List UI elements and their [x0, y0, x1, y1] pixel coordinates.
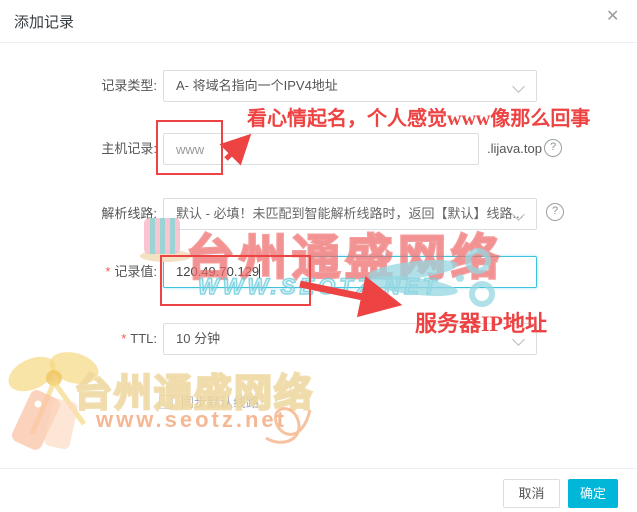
cancel-button[interactable]: 取消: [503, 479, 560, 508]
record-type-label: 记录类型:: [101, 78, 157, 93]
sync-default-line-label: 同步默认线路: [181, 395, 260, 410]
record-value-input[interactable]: 120.49.70.129: [163, 256, 537, 288]
record-value-label: *记录值:: [105, 264, 157, 279]
host-tip-annotation: 看心情起名，个人感觉www像那么回事: [247, 108, 591, 130]
line-select[interactable]: 默认 - 必填！未匹配到智能解析线路时，返回【默认】线路...: [163, 198, 537, 230]
ttl-select[interactable]: 10 分钟: [163, 323, 537, 355]
value-tip-annotation: 服务器IP地址: [415, 311, 548, 336]
close-icon[interactable]: ✕: [606, 8, 620, 25]
sync-default-line-checkbox[interactable]: [159, 395, 173, 409]
domain-suffix: .lijava.top: [487, 141, 542, 156]
text-caret: [259, 264, 261, 278]
host-record-input[interactable]: [163, 133, 479, 165]
host-help-icon[interactable]: ?: [544, 139, 562, 157]
ttl-label: *TTL:: [121, 331, 157, 346]
required-asterisk: *: [105, 264, 111, 279]
record-type-value: A- 将域名指向一个IPV4地址: [176, 78, 338, 93]
footer-divider: [0, 468, 637, 469]
header-divider: [0, 42, 637, 43]
ttl-value: 10 分钟: [176, 331, 221, 346]
dialog-title: 添加记录: [14, 14, 75, 31]
confirm-button[interactable]: 确定: [568, 479, 618, 508]
line-label: 解析线路:: [101, 206, 157, 221]
ribbon-tags-watermark-icon: [8, 352, 99, 450]
chevron-down-icon: [512, 80, 525, 93]
swirl-watermark-icon: [265, 407, 312, 444]
line-value: 默认 - 必填！未匹配到智能解析线路时，返回【默认】线路...: [176, 206, 524, 221]
line-help-icon[interactable]: ?: [546, 203, 564, 221]
host-record-label: 主机记录:: [101, 141, 157, 156]
record-type-select[interactable]: A- 将域名指向一个IPV4地址: [163, 70, 537, 102]
required-asterisk: *: [121, 331, 127, 346]
